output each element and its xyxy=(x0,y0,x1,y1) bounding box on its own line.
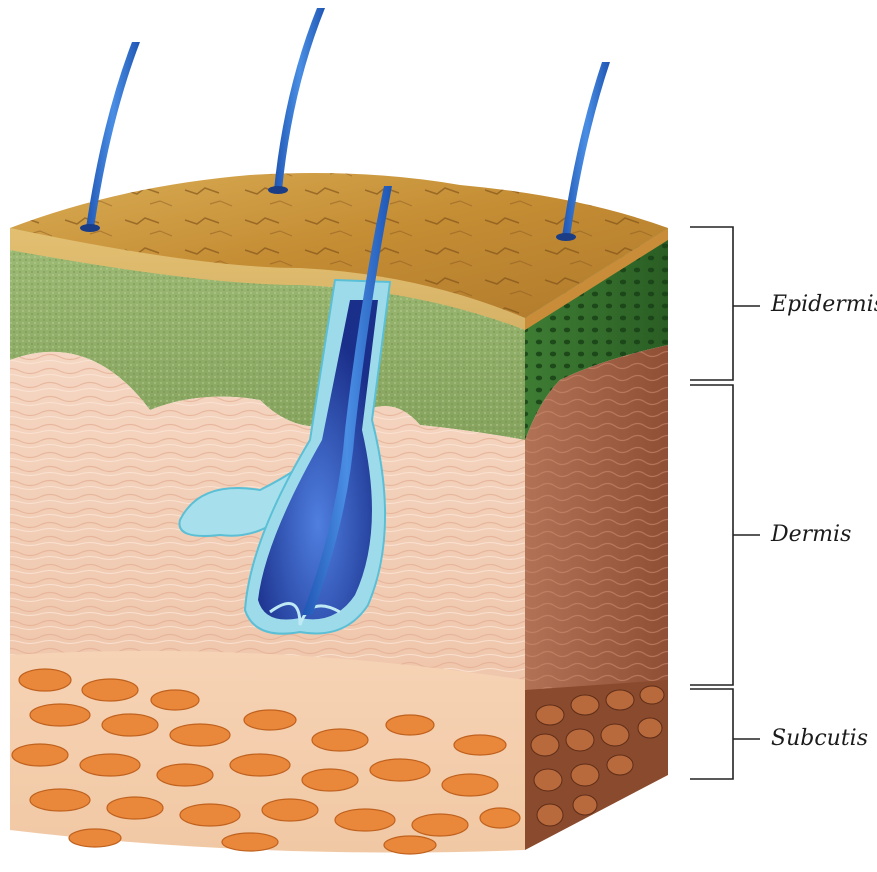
side-face xyxy=(525,228,668,850)
layer-brackets xyxy=(690,227,760,779)
epidermis-bracket xyxy=(690,227,760,380)
epidermis-label: Epidermis xyxy=(771,292,877,317)
subcutis-bracket xyxy=(690,689,760,779)
dermis-label: Dermis xyxy=(771,522,851,547)
subcutis-label: Subcutis xyxy=(771,726,868,751)
subcutis-front xyxy=(10,651,525,854)
dermis-bracket xyxy=(690,385,760,685)
